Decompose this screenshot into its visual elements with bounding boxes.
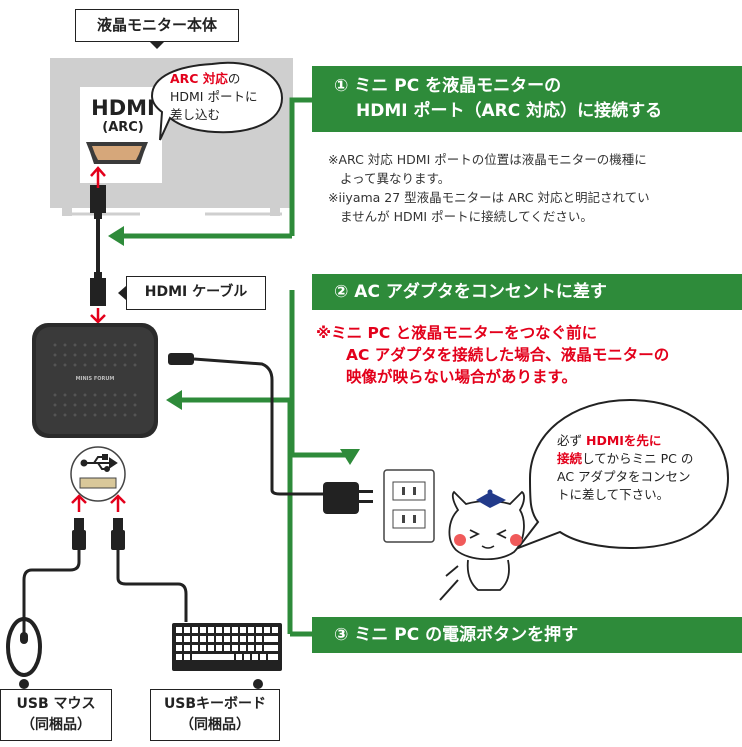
usb-keyboard-sub: （同梱品） — [180, 717, 250, 733]
usb-mouse-sub: （同梱品） — [21, 717, 91, 733]
step-1-banner: ① ミニ PC を液晶モニターの HDMI ポート（ARC 対応）に接続する — [312, 66, 742, 132]
usb-icon — [80, 454, 118, 472]
arc-bubble-text: ARC 対応の HDMI ポートに 差し込む — [170, 70, 280, 124]
speech-bubble-text: 必ず HDMIを先に 接続してからミニ PC の AC アダプタをコンセン トに… — [557, 432, 722, 504]
minipc-brand: MINIS FORUM — [75, 376, 115, 382]
step-1-line2: HDMI ポート（ARC 対応）に接続する — [356, 101, 663, 121]
step-3-banner: ③ ミニ PC の電源ボタンを押す — [312, 617, 742, 653]
arc-bubble-text1: の — [227, 71, 241, 86]
usb-mouse-title: USB マウス — [16, 696, 96, 712]
hdmi-cable-label-pointer — [118, 286, 126, 300]
arrow-to-monitor — [108, 226, 124, 246]
hdmi-port-panel — [80, 87, 162, 183]
speech-l2b: してからミニ PC の — [582, 451, 694, 466]
note-line-3: ※iiyama 27 型液晶モニターは ARC 対応と明記されてい — [328, 190, 650, 205]
monitor-stand-right — [270, 208, 280, 216]
power-outlet — [383, 469, 435, 543]
warning-line-2: AC アダプタを接続した場合、液晶モニターの — [346, 346, 670, 364]
hdmi-cable-label: HDMI ケーブル — [126, 276, 266, 310]
speech-l3: AC アダプタをコンセン — [557, 469, 691, 484]
cat-mascot — [439, 489, 525, 601]
hdmi-port-icon — [86, 142, 148, 164]
usb-plugs — [72, 518, 125, 550]
hdmi-port-label: HDMI — [91, 96, 155, 120]
mini-pc — [32, 323, 158, 438]
hdmi-port-sublabel: (ARC) — [102, 120, 144, 135]
usb-keyboard-title: USBキーボード — [163, 696, 267, 712]
warning-line-3: 映像が映らない場合があります。 — [346, 368, 577, 386]
speech-l2a: 接続 — [557, 451, 583, 466]
arc-bubble-text2: HDMI ポートに — [170, 89, 258, 104]
warning-line-1: ※ミニ PC と液晶モニターをつなぐ前に — [316, 324, 598, 342]
arc-speech-bubble — [150, 61, 284, 141]
note-line-4: ませんが HDMI ポートに接続してください。 — [340, 209, 593, 224]
warning-text: ※ミニ PC と液晶モニターをつなぐ前に AC アダプタを接続した場合、液晶モニ… — [316, 322, 736, 388]
usb-mouse-label: USB マウス （同梱品） — [0, 689, 112, 741]
speech-l1b: HDMIを先に — [585, 433, 662, 448]
monitor-title: 液晶モニター本体 — [75, 9, 239, 42]
step-1-line1: ① ミニ PC を液晶モニターの — [334, 76, 562, 96]
arc-bubble-red: ARC 対応 — [170, 71, 228, 86]
note-line-2: よって異なります。 — [340, 171, 451, 186]
usb-keyboard-label: USBキーボード （同梱品） — [150, 689, 280, 741]
monitor-stand-left — [62, 208, 72, 216]
speech-l4: トに差して下さい。 — [557, 487, 670, 502]
power-cable — [168, 353, 373, 514]
note-1: ※ARC 対応 HDMI ポートの位置は液晶モニターの機種に よって異なります。… — [328, 150, 738, 226]
keyboard-icon — [172, 623, 282, 671]
monitor-title-pointer — [150, 42, 164, 49]
usb-port-panel — [70, 446, 126, 502]
arrow-to-outlet — [340, 449, 360, 465]
step-2-banner: ② AC アダプタをコンセントに差す — [312, 274, 742, 310]
mouse-icon — [6, 617, 42, 677]
instruction-speech-bubble — [515, 398, 730, 551]
speech-l1a: 必ず — [557, 433, 586, 448]
arc-bubble-text3: 差し込む — [170, 107, 221, 122]
arrow-to-minipc — [166, 390, 182, 410]
note-line-1: ※ARC 対応 HDMI ポートの位置は液晶モニターの機種に — [328, 152, 647, 167]
hdmi-cable — [90, 185, 106, 306]
